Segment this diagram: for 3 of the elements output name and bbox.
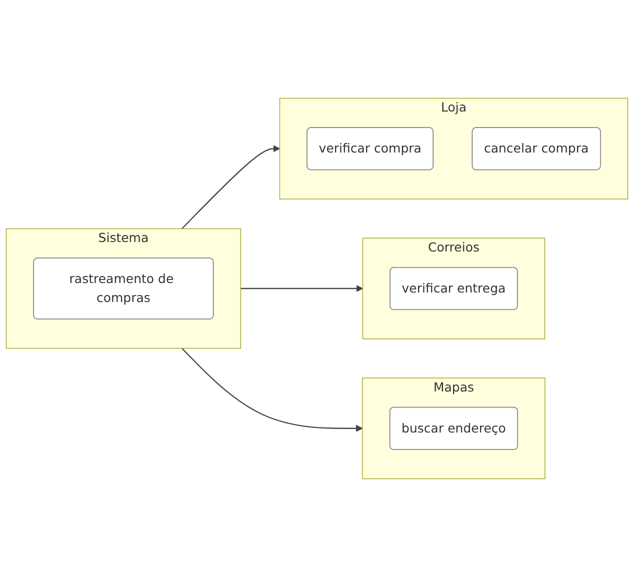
arrow bbox=[181, 145, 280, 230]
arrow bbox=[240, 285, 364, 292]
arrow bbox=[181, 348, 363, 432]
